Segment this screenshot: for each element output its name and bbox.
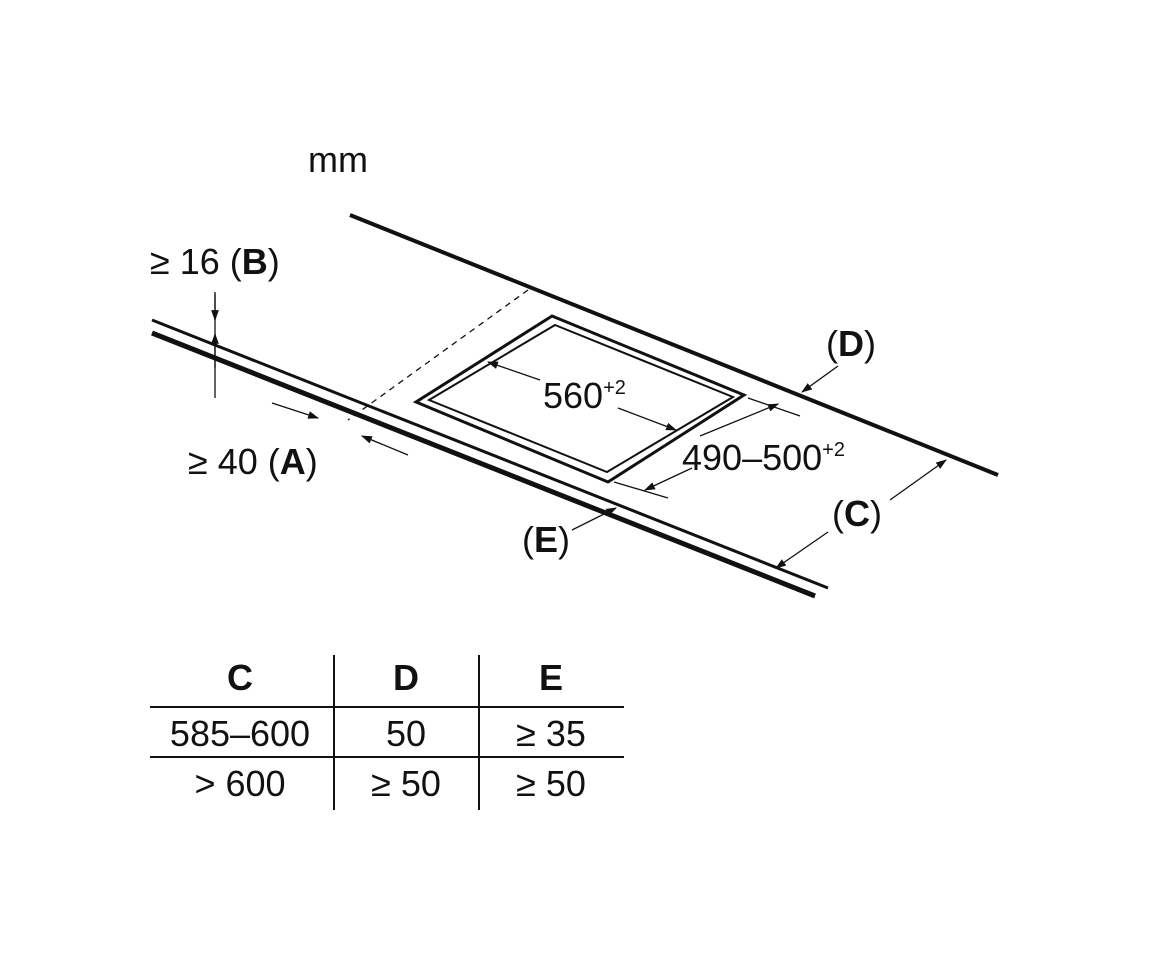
table-header-c: C bbox=[227, 657, 253, 698]
table-cell: ≥ 50 bbox=[516, 763, 586, 804]
d-arrow bbox=[801, 365, 839, 393]
label-d: (D) bbox=[826, 323, 876, 364]
worktop-bottom-front-line bbox=[151, 330, 816, 599]
label-b: ≥ 16 (B) bbox=[150, 241, 280, 282]
depth-arrow-bottom bbox=[644, 467, 693, 491]
e-arrow bbox=[571, 507, 617, 531]
table-header-e: E bbox=[539, 657, 563, 698]
table-cell: ≥ 50 bbox=[371, 763, 441, 804]
a-arrow-right bbox=[360, 435, 409, 456]
label-e: (E) bbox=[522, 519, 570, 560]
label-a: ≥ 40 (A) bbox=[188, 441, 318, 482]
c-arrow-bottom bbox=[775, 531, 829, 569]
table-cell: 585–600 bbox=[170, 713, 310, 754]
cutout-inner bbox=[426, 323, 736, 474]
table-cell: ≥ 35 bbox=[516, 713, 586, 754]
projection-dashed-line bbox=[347, 289, 529, 421]
dimension-table: C D E 585–600 50 ≥ 35 > 600 ≥ 50 ≥ 50 bbox=[150, 655, 624, 810]
label-c: (C) bbox=[832, 493, 882, 534]
width-dim-arrow-right bbox=[617, 407, 678, 431]
table-header-d: D bbox=[393, 657, 419, 698]
worktop-top-front-line bbox=[151, 318, 829, 590]
width-dim-arrow-left bbox=[486, 361, 541, 381]
cutout-outer bbox=[412, 314, 748, 484]
depth-ext-bottom bbox=[613, 481, 669, 499]
label-width: 560+2 bbox=[543, 375, 626, 416]
c-arrow-top bbox=[889, 459, 947, 501]
label-depth: 490–500+2 bbox=[682, 437, 845, 478]
unit-label: mm bbox=[308, 139, 368, 180]
back-edge-line bbox=[349, 213, 999, 477]
a-arrow-left bbox=[271, 402, 320, 419]
table-cell: > 600 bbox=[194, 763, 285, 804]
depth-arrow-top bbox=[699, 403, 780, 437]
table-cell: 50 bbox=[386, 713, 426, 754]
